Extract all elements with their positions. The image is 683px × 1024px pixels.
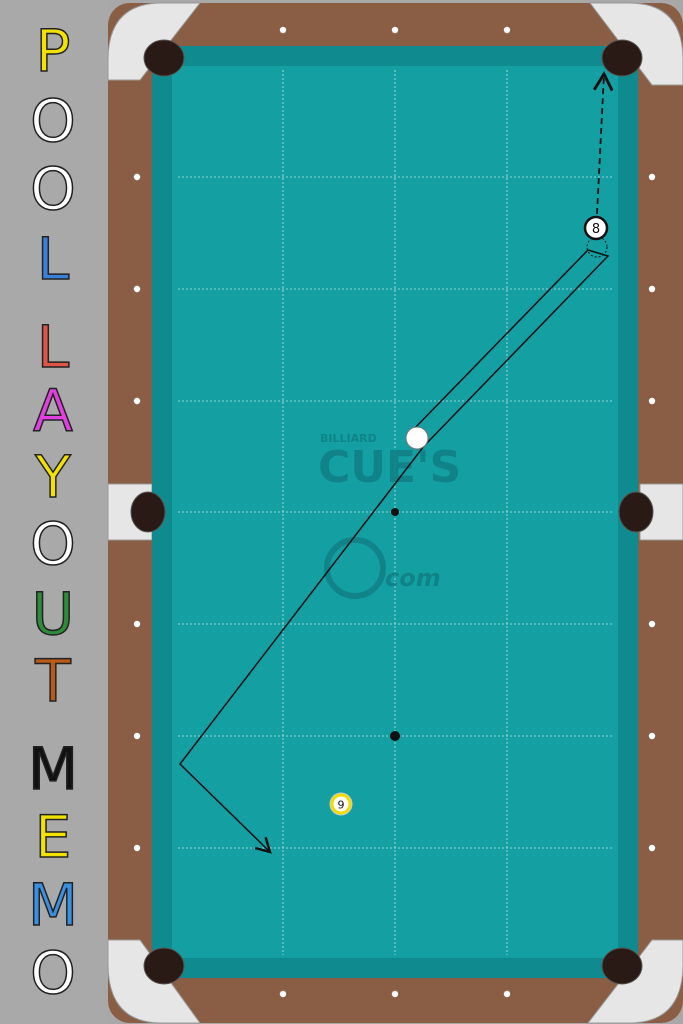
corner-plate [588,2,683,86]
cue-ball-path [179,445,425,854]
watermark-logo: BILLIARD CUE'S com [318,432,461,599]
eight-ball[interactable]: 8 [583,215,609,241]
foot-spot [390,731,400,741]
title-letter: M [27,735,79,803]
pocket-top-right [601,39,643,77]
title-letter: L [36,313,70,381]
title-letter: E [34,803,72,871]
center-spot [391,508,399,516]
pocket-top-left [143,39,185,77]
corner-plate [107,2,202,81]
title-letter: O [29,155,76,223]
cue-ball[interactable] [405,426,429,450]
watermark-com: com [385,564,441,592]
title-letter: P [35,17,71,85]
title-letter: M [27,871,79,939]
pocket-side-right [618,491,654,533]
nine-ball-label: 9 [338,799,345,812]
title-letter: O [29,87,76,155]
ghost-ball [586,236,608,258]
title-letter: O [29,939,76,1007]
eight-ball-label: 8 [592,222,600,237]
corner-plate [586,939,683,1024]
object-ball-path [592,71,614,215]
title-letter: A [32,377,73,445]
pocket-side-left [130,491,166,533]
nine-ball[interactable]: 9 [329,792,353,816]
title-letter: Y [35,443,72,511]
title-letter: O [29,510,76,578]
watermark-cues: CUE'S [318,442,461,493]
rail-diamonds [133,26,656,998]
pocket-bottom-left [143,947,185,985]
pocket-bottom-right [601,947,643,985]
title-letter: L [36,225,70,293]
sidebar: P O O L L A Y O U T M E M O [0,0,108,1024]
title-letter: T [35,647,72,715]
watermark-circle-icon [324,537,386,599]
title-letter: U [31,580,75,648]
cue-ball-path-corridor [410,249,610,447]
watermark-billiard: BILLIARD [320,432,377,445]
